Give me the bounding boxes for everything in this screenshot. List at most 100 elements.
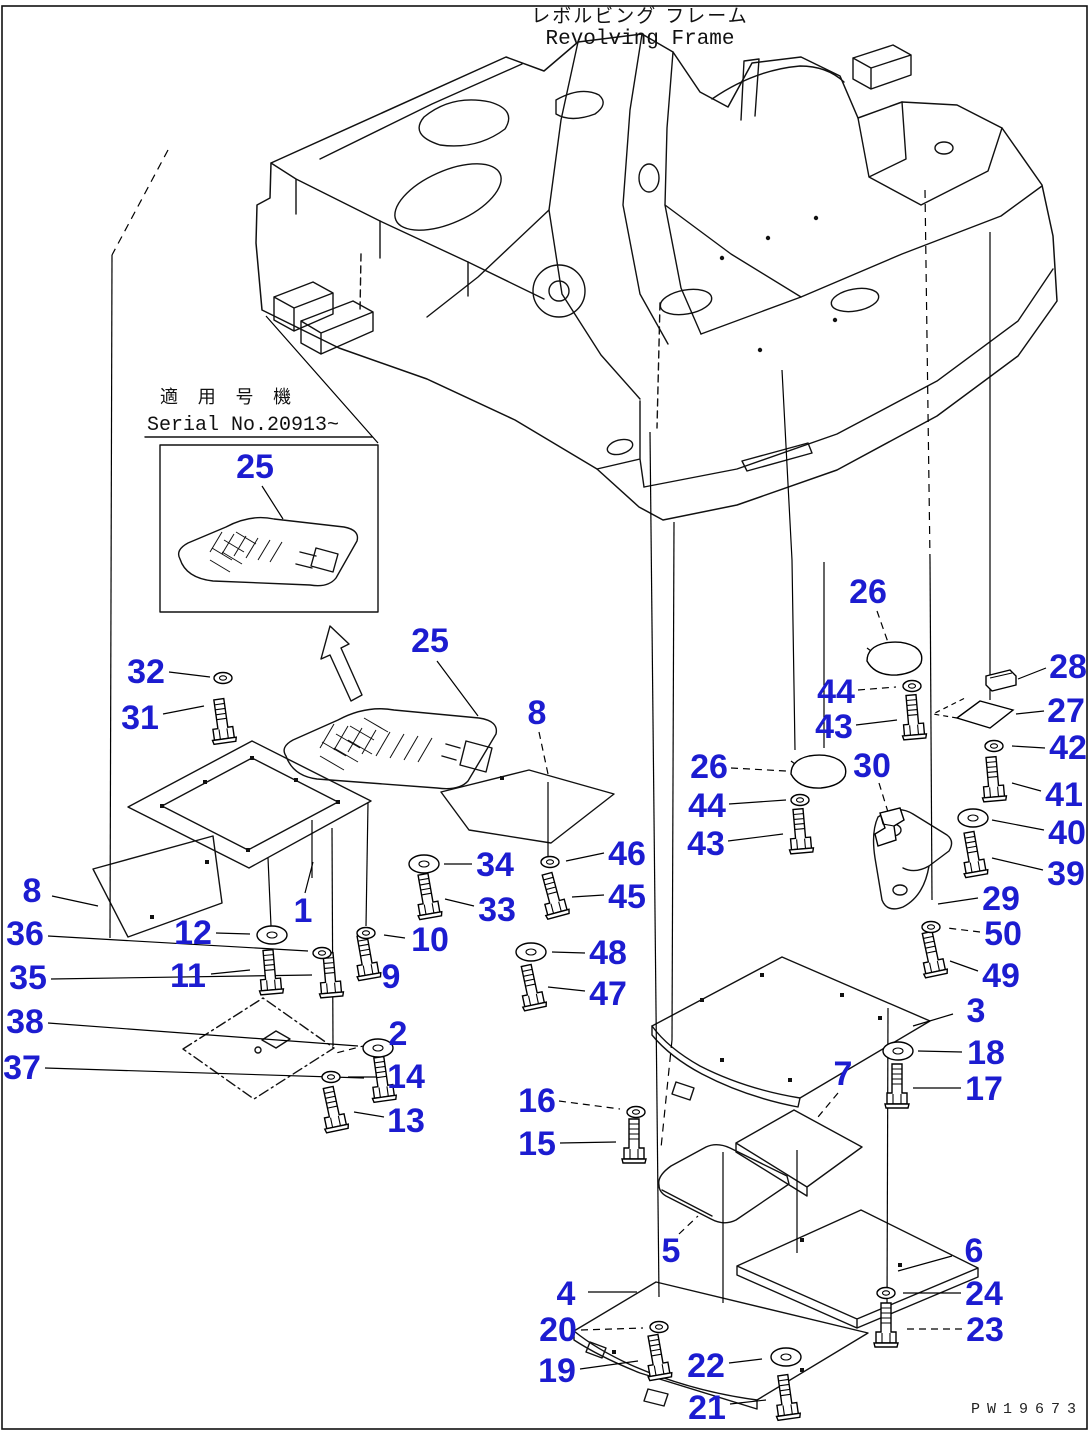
callout-number-20: 20: [539, 1311, 577, 1349]
serial-block: 適 用 号 機 Serial No.20913~: [144, 387, 379, 613]
plate27-icon: [931, 697, 1015, 729]
callout-number-44: 44: [688, 787, 726, 825]
callout-number-29: 29: [982, 880, 1020, 918]
callout-leader-25: [261, 485, 284, 520]
callout-number-6: 6: [965, 1232, 984, 1270]
washer-sm-icon: [356, 926, 376, 940]
callout-number-7: 7: [834, 1055, 853, 1093]
association-line: [924, 189, 931, 561]
part-cover-7: [735, 1109, 863, 1197]
callout-number-11: 11: [170, 957, 206, 995]
callout-number-37: 37: [3, 1049, 41, 1087]
washer-sm-icon: [921, 920, 941, 934]
washer-lg-icon: [770, 1347, 802, 1367]
callout-number-42: 42: [1049, 729, 1087, 767]
part-plate-25: [283, 625, 498, 790]
callout-leader-20: [580, 1327, 644, 1331]
callout-number-47: 47: [589, 975, 627, 1013]
callout-leader-45: [571, 894, 605, 898]
page-title-en: Revolving Frame: [545, 28, 734, 51]
callout-leader-38: [47, 1022, 359, 1047]
part-cover-6: [736, 1209, 979, 1329]
washer-lg-icon: [362, 1038, 394, 1058]
callout-leader-11: [210, 969, 251, 975]
callout-leader-37: [44, 1067, 365, 1079]
callout-number-4: 4: [557, 1275, 576, 1313]
callout-leader-30: [878, 782, 889, 813]
bolt-icon: [371, 1055, 398, 1104]
bolt-icon: [788, 807, 815, 855]
association-line: [111, 149, 169, 256]
callout-number-21: 21: [688, 1389, 726, 1427]
callout-leader-8: [51, 895, 99, 907]
callout-number-17: 17: [965, 1070, 1003, 1108]
zbracket-icon: [874, 807, 905, 847]
callout-leader-46: [565, 852, 605, 862]
callout-number-27: 27: [1047, 692, 1085, 730]
callout-number-25: 25: [236, 448, 274, 486]
callout-number-23: 23: [966, 1311, 1004, 1349]
callout-number-43: 43: [687, 825, 725, 863]
association-line: [331, 827, 334, 1047]
callout-leader-44: [857, 686, 897, 691]
callout-leader-19: [579, 1360, 639, 1370]
callout-leader-29: [937, 897, 979, 905]
association-line: [265, 315, 379, 444]
association-line: [267, 857, 272, 927]
callout-number-36: 36: [6, 915, 44, 953]
callout-leader-47: [547, 986, 586, 992]
bolt-icon: [541, 871, 570, 920]
part-cover-5: [658, 1144, 790, 1224]
callout-number-3: 3: [967, 992, 986, 1030]
association-line: [671, 521, 675, 1041]
oval-icon: [790, 754, 847, 789]
callout-leader-21: [729, 1399, 767, 1405]
association-line: [886, 1007, 889, 1313]
callout-number-39: 39: [1047, 855, 1085, 893]
callout-number-19: 19: [538, 1352, 576, 1390]
association-line: [781, 369, 796, 751]
callout-number-18: 18: [967, 1034, 1005, 1072]
washer-sm-icon: [540, 855, 560, 869]
callout-number-48: 48: [589, 934, 627, 972]
callout-leader-27: [1015, 710, 1045, 715]
callout-leader-3: [912, 1013, 954, 1027]
callout-leader-8: [538, 731, 549, 775]
clip-icon: [985, 669, 1017, 692]
callout-leader-15: [559, 1141, 617, 1144]
association-line: [649, 431, 660, 1298]
fastener-icons-layer: [211, 641, 1017, 1422]
callout-number-10: 10: [411, 921, 449, 959]
callout-number-34: 34: [476, 846, 514, 884]
callout-leader-5: [678, 1215, 699, 1235]
washer-sm-icon: [321, 1070, 341, 1084]
bolt-icon: [775, 1373, 802, 1422]
callout-number-15: 15: [518, 1125, 556, 1163]
bolt-icon: [211, 697, 238, 746]
bolt-icon: [621, 1118, 647, 1164]
bolt-icon: [318, 951, 345, 999]
washer-sm-icon: [213, 671, 233, 685]
washer-lg-icon: [408, 854, 440, 874]
bolt-icon: [322, 1085, 350, 1134]
callout-leader-26: [730, 767, 787, 772]
callout-number-2: 2: [389, 1015, 408, 1053]
callout-leader-10: [383, 934, 406, 939]
callout-leader-6: [897, 1255, 953, 1272]
callout-leader-12: [215, 932, 251, 935]
callout-number-25: 25: [411, 622, 449, 660]
sheet-code: PW19673: [971, 1401, 1083, 1418]
callout-number-14: 14: [387, 1058, 425, 1096]
callout-number-8: 8: [23, 872, 42, 910]
callout-leader-16: [558, 1100, 621, 1110]
callout-number-12: 12: [174, 914, 212, 952]
applicable-machines-label-jp: 適 用 号 機: [160, 387, 298, 408]
callout-number-33: 33: [478, 891, 516, 929]
callout-leader-2: [335, 1041, 380, 1054]
bolt-icon: [520, 963, 548, 1012]
washer-sm-icon: [876, 1286, 896, 1300]
washer-sm-icon: [312, 946, 332, 960]
callout-leader-36: [47, 935, 309, 952]
inset-detail-box: [159, 444, 379, 613]
